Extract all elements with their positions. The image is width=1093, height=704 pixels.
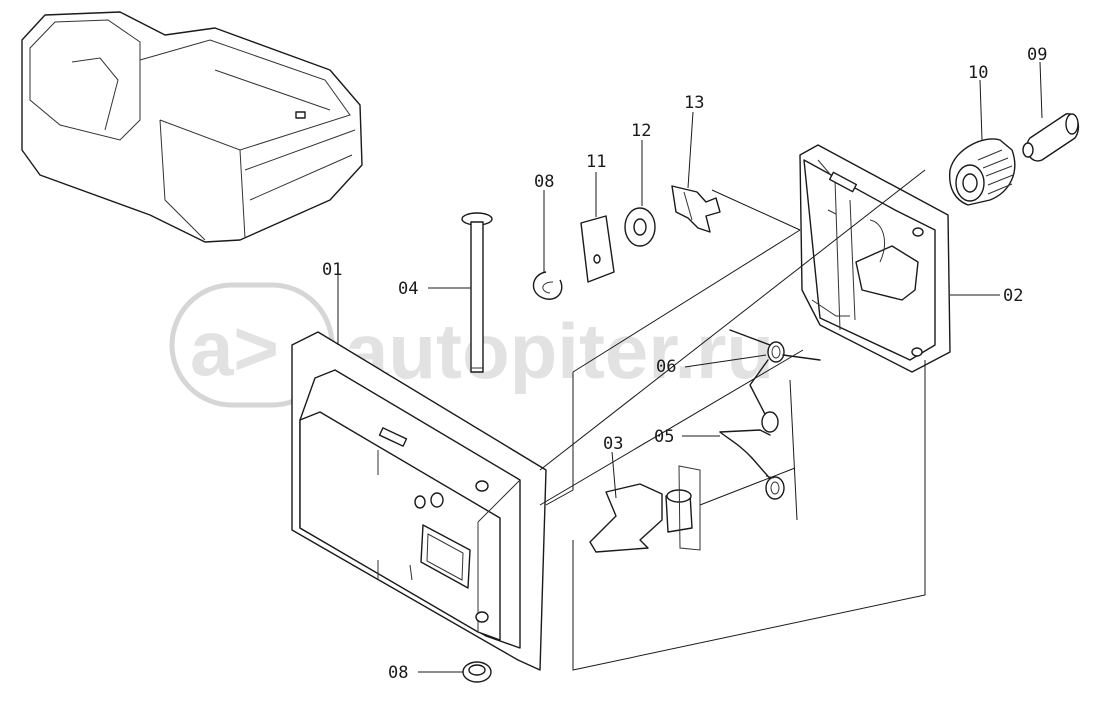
part-09-cylinder bbox=[1022, 113, 1080, 162]
callout-leaders bbox=[337, 61, 1043, 673]
callout-03: 03 bbox=[603, 434, 623, 454]
callout-08-lower: 08 bbox=[388, 663, 408, 683]
callout-01: 01 bbox=[322, 260, 342, 280]
watermark: a> autopiter.ru bbox=[169, 282, 774, 408]
part-06-spring bbox=[729, 329, 821, 433]
callout-12: 12 bbox=[631, 121, 651, 141]
callout-11: 11 bbox=[586, 152, 606, 172]
part-03-latch bbox=[589, 465, 701, 553]
part-08-clip-lower bbox=[462, 661, 492, 683]
part-05-spring bbox=[719, 429, 785, 500]
watermark-symbol: a> bbox=[190, 304, 279, 392]
callout-05: 05 bbox=[654, 427, 674, 447]
part-02-bracket bbox=[799, 144, 951, 373]
part-11-plate bbox=[580, 215, 615, 283]
part-12-washer bbox=[624, 207, 656, 247]
callout-06: 06 bbox=[656, 357, 676, 377]
part-13-spring-clip bbox=[671, 185, 721, 233]
callout-08-upper: 08 bbox=[534, 172, 554, 192]
callout-09: 09 bbox=[1027, 45, 1047, 65]
callout-13: 13 bbox=[684, 93, 704, 113]
callout-10: 10 bbox=[968, 63, 988, 83]
excavator-thumbnail bbox=[21, 11, 363, 243]
part-04-pin bbox=[461, 212, 493, 373]
part-01-cover-plate bbox=[291, 331, 547, 671]
reference-lines bbox=[539, 169, 926, 671]
callout-02: 02 bbox=[1003, 286, 1023, 306]
part-10-bushing bbox=[948, 138, 1016, 206]
callout-04: 04 bbox=[398, 279, 418, 299]
part-08-clip-upper bbox=[532, 271, 563, 300]
watermark-text: autopiter.ru bbox=[345, 307, 774, 395]
